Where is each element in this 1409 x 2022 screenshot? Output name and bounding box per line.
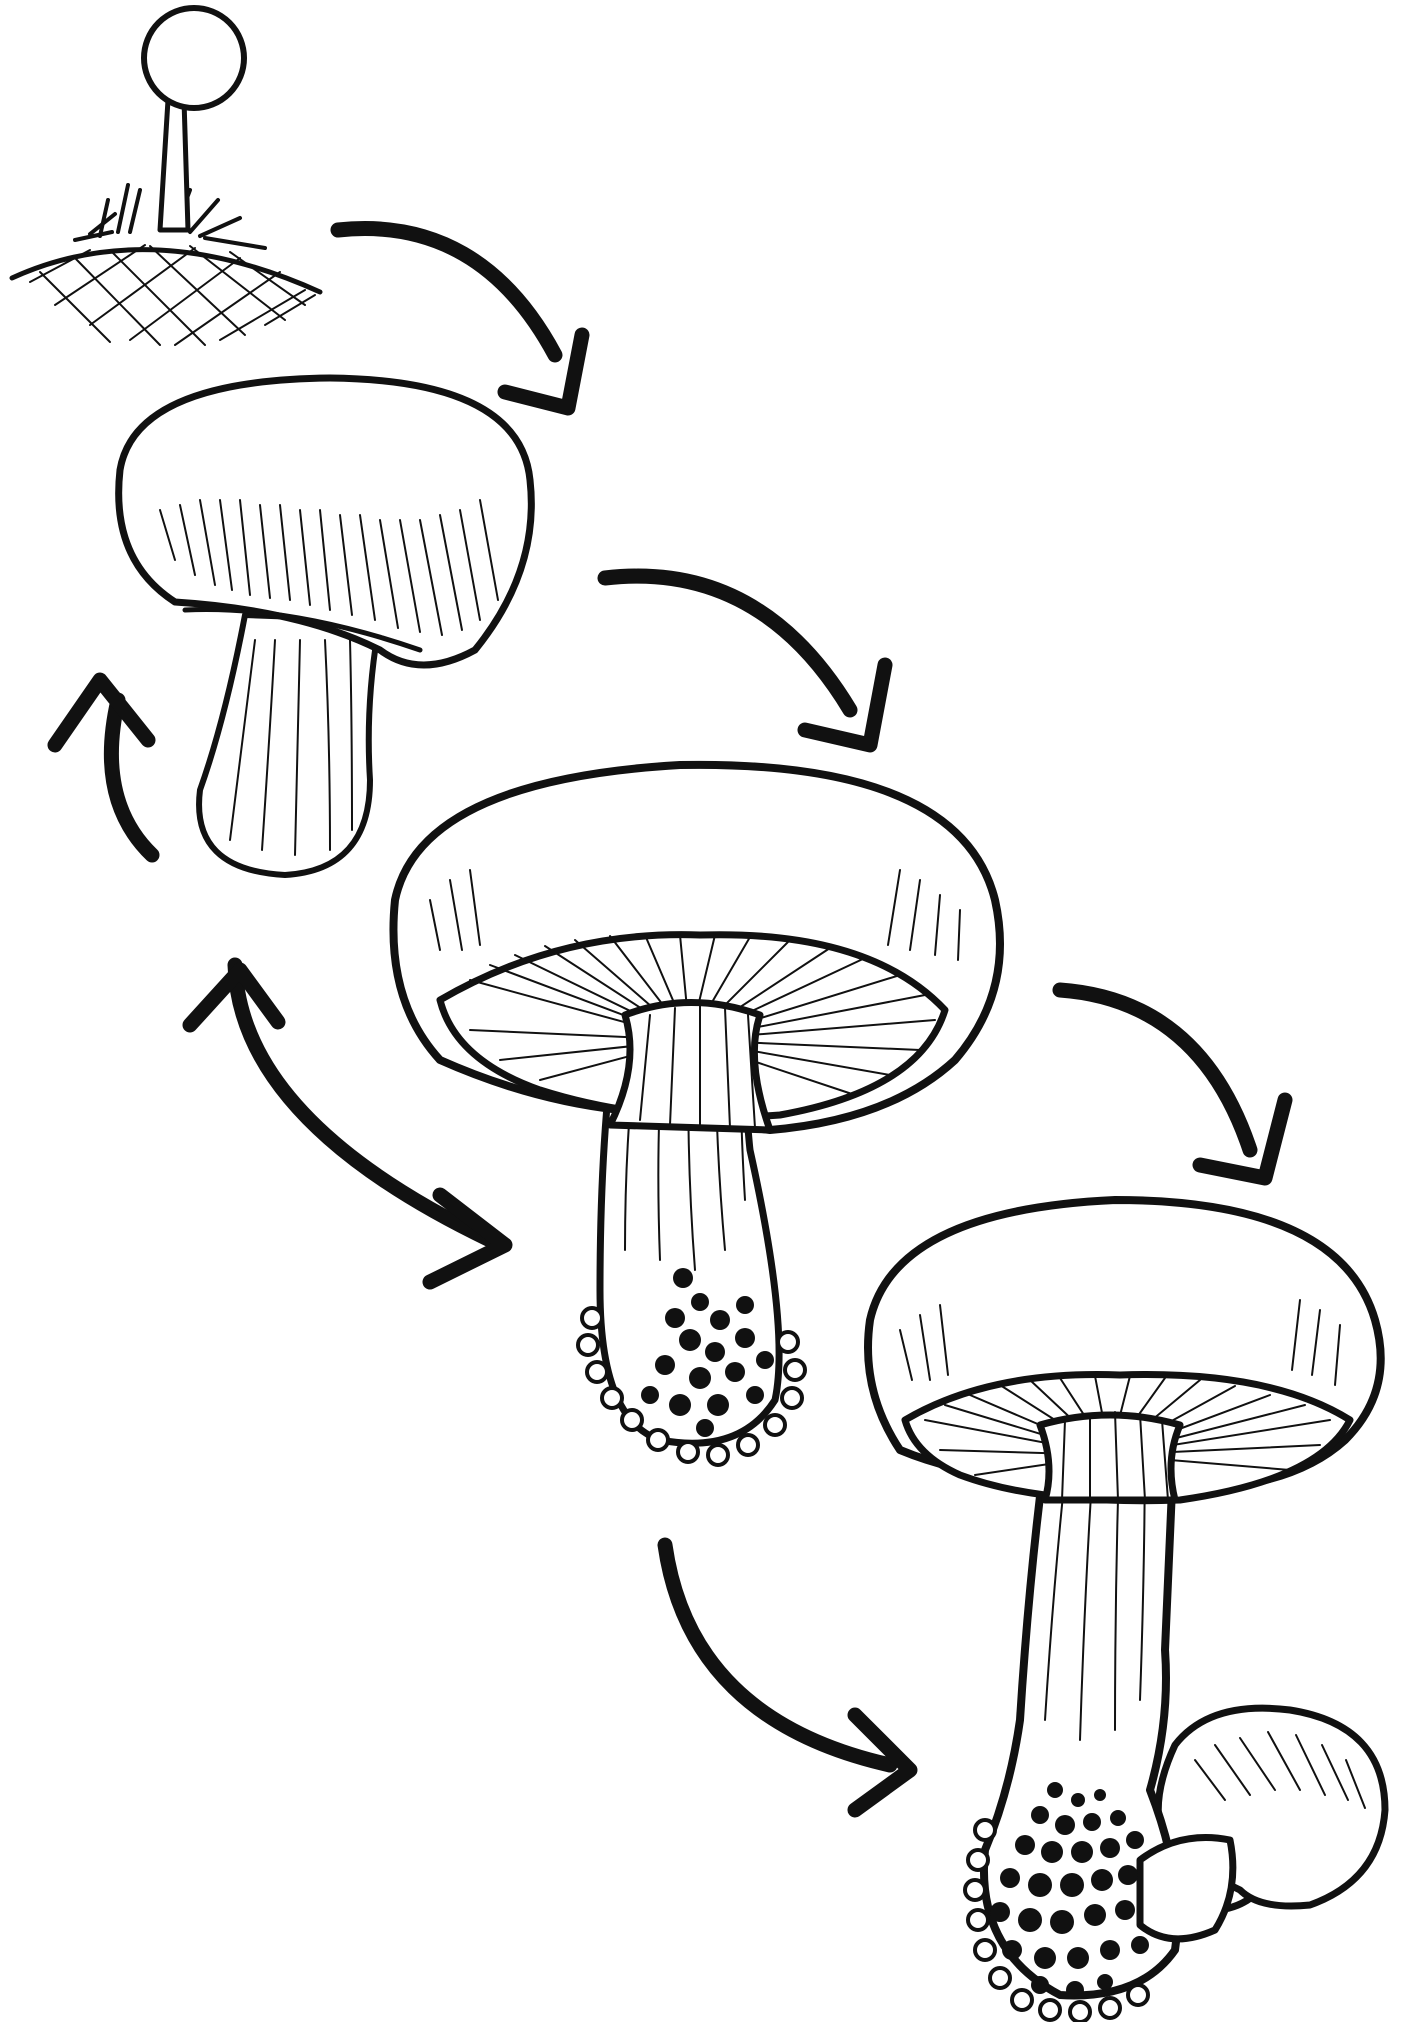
sprout-stalk [160, 100, 188, 230]
sprout-cap [144, 8, 244, 108]
sprouting-mushroom-icon [12, 8, 320, 345]
mature-stem-top [610, 1003, 770, 1131]
arrow-return-to-young [55, 680, 152, 855]
arrow-mature-to-spore [1060, 990, 1285, 1178]
young-mushroom-icon [119, 378, 532, 875]
offspring-stem [1140, 1838, 1233, 1939]
arrow-lower-to-spore [665, 1545, 910, 1810]
spore-stem-top [1040, 1415, 1180, 1500]
arrow-young-to-mature [605, 576, 885, 745]
young-stem [199, 615, 380, 875]
spore-releasing-mushroom-icon [868, 1200, 1385, 2022]
